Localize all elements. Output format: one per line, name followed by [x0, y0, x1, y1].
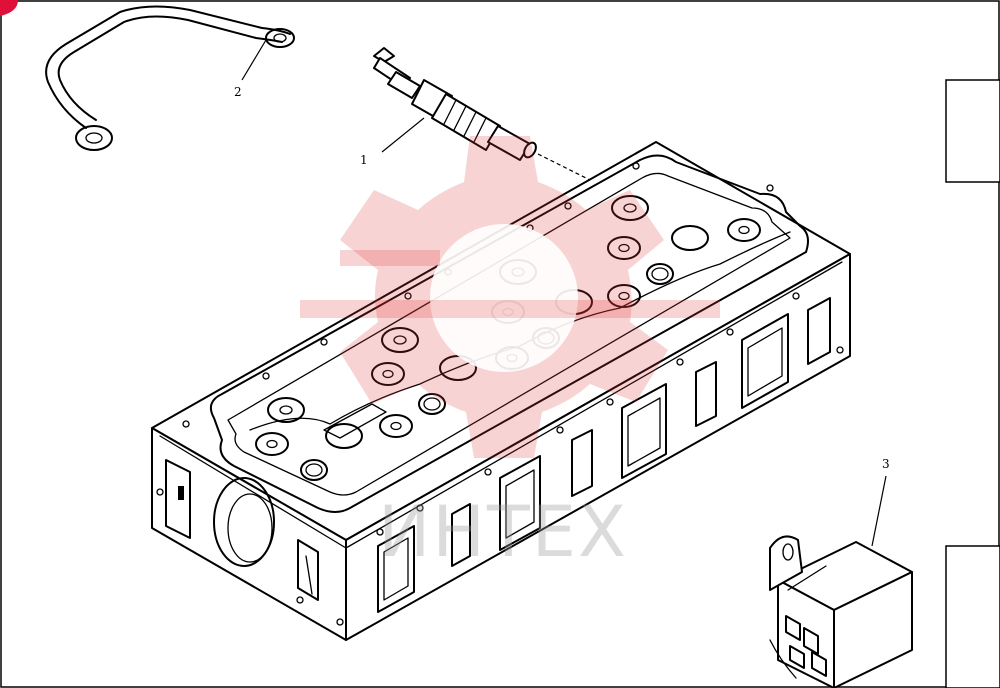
- connecting-wire: [45, 5, 295, 151]
- watermark-gear-icon: [300, 136, 720, 458]
- relay: [769, 535, 913, 688]
- watermark-text: ИНТЕХ: [378, 491, 628, 573]
- side-tab-top: [945, 79, 1000, 183]
- callout-1: 1: [360, 117, 425, 167]
- callout-3-label: 3: [882, 457, 890, 471]
- cylinder-1-ports: [255, 397, 413, 481]
- cylinder-4-ports: [607, 195, 761, 285]
- side-tab-bottom: [945, 545, 1000, 688]
- glow-plug: [373, 47, 591, 181]
- corner-badge: [0, 0, 18, 16]
- callout-1-label: 1: [360, 153, 368, 167]
- callout-2: 2: [234, 39, 267, 99]
- callout-2-label: 2: [234, 85, 242, 99]
- watermark: ИНТЕХ: [300, 136, 720, 573]
- side-ports: [297, 297, 831, 613]
- callout-3: 3: [871, 457, 890, 547]
